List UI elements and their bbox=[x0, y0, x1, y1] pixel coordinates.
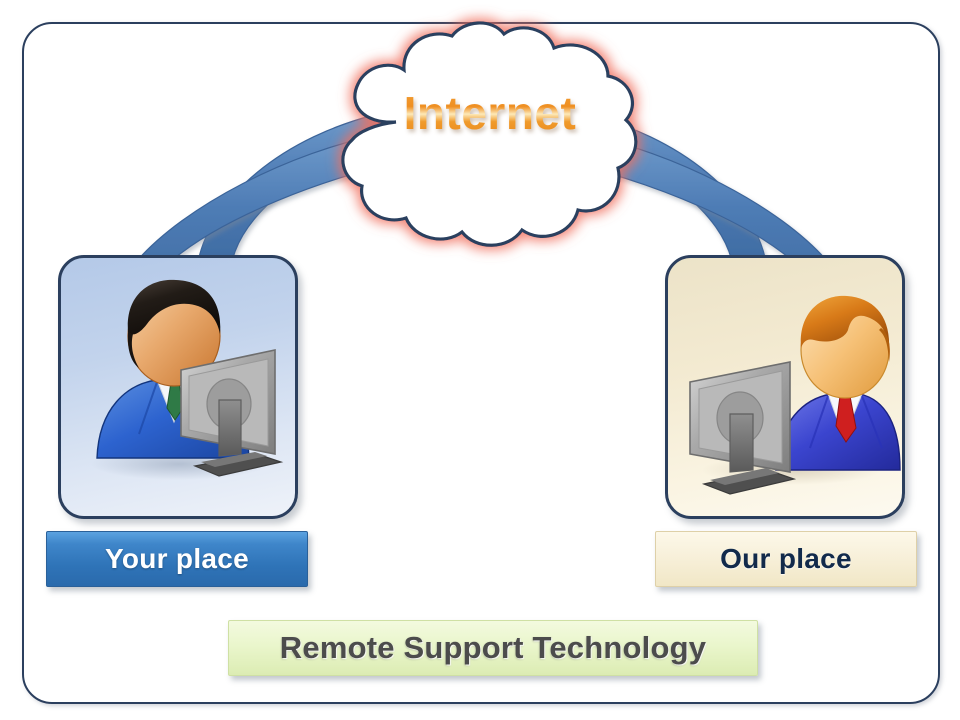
our-place-label[interactable]: Our place bbox=[655, 531, 917, 587]
cloud-label: Internet bbox=[370, 86, 610, 140]
our-place-box[interactable] bbox=[665, 255, 905, 519]
your-place-box[interactable] bbox=[58, 255, 298, 519]
title-banner-text: Remote Support Technology bbox=[279, 630, 707, 665]
your-place-label[interactable]: Your place bbox=[46, 531, 308, 587]
support-agent-at-computer-icon bbox=[668, 258, 902, 516]
user-at-computer-icon bbox=[61, 258, 295, 516]
title-banner[interactable]: Remote Support Technology bbox=[228, 620, 758, 676]
your-place-label-text: Your place bbox=[104, 543, 250, 574]
our-place-label-text: Our place bbox=[720, 543, 852, 574]
